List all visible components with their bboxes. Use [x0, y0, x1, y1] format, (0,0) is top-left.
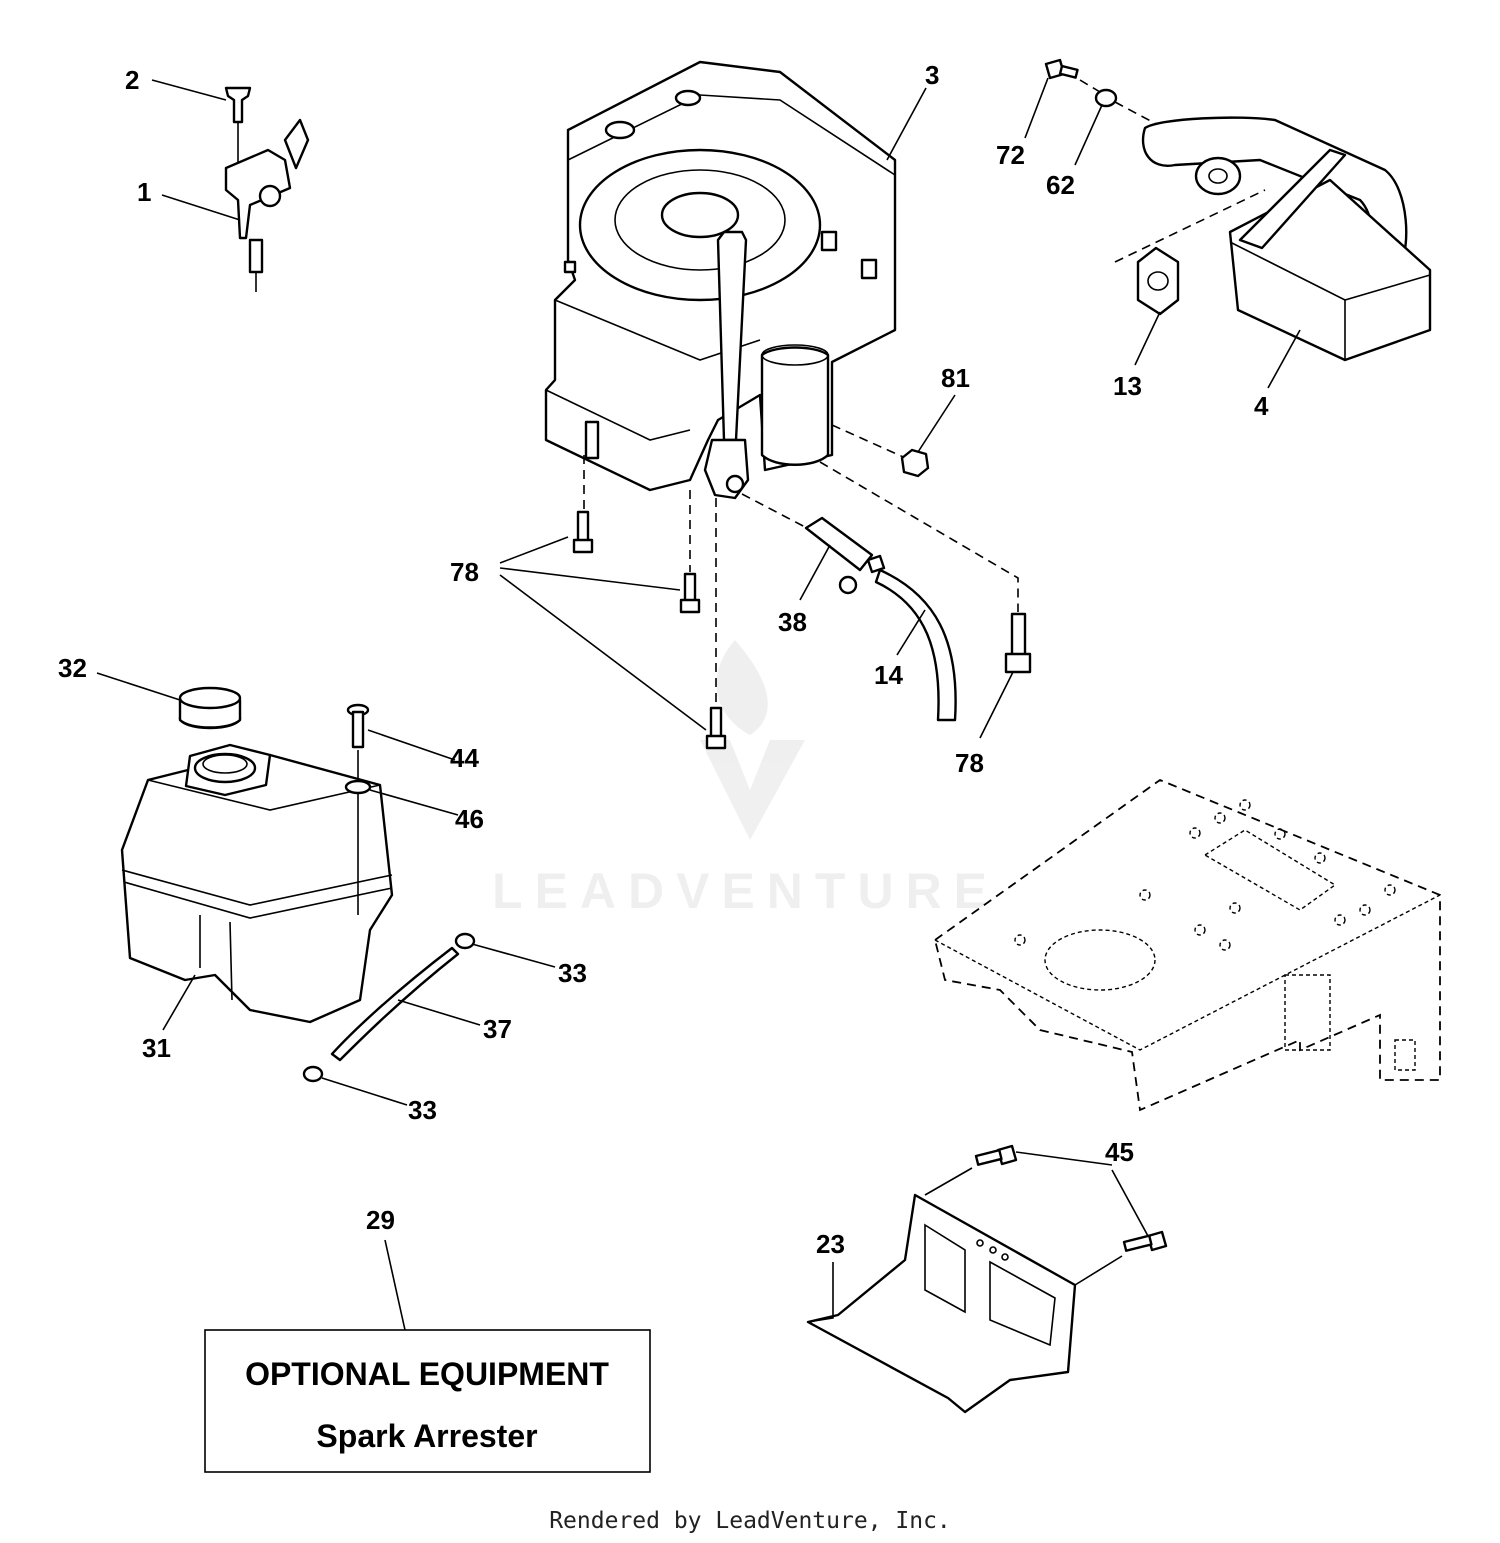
callout-62: 62: [1046, 170, 1075, 200]
callout-3: 3: [925, 60, 939, 90]
part-engine: [544, 60, 897, 500]
part-bolt-45-top: [974, 1144, 1018, 1166]
part-bolt-78-2: [679, 572, 701, 614]
guide-line-38: [741, 493, 806, 528]
part-bolt-72: [1044, 58, 1079, 80]
part-fuel-tank-31: [120, 743, 394, 1024]
callout-29: 29: [366, 1205, 395, 1235]
part-hose-clamp-33-top: [454, 932, 476, 950]
callout-81: 81: [941, 363, 970, 393]
callout-14: 14: [874, 660, 903, 690]
optional-equipment-box: OPTIONAL EQUIPMENT Spark Arrester: [204, 1329, 651, 1473]
guide-line-72: [1079, 79, 1101, 93]
callout-45: 45: [1105, 1137, 1134, 1167]
optional-equipment-title: OPTIONAL EQUIPMENT: [245, 1356, 609, 1392]
callout-37: 37: [483, 1014, 512, 1044]
callout-33-top: 33: [558, 958, 587, 988]
part-washer-62: [1094, 88, 1118, 108]
part-shield-23: [806, 1193, 1077, 1414]
guide-line-13: [1114, 189, 1266, 263]
callout-33-bottom: 33: [408, 1095, 437, 1125]
render-credit: Rendered by LeadVenture, Inc.: [549, 1508, 951, 1534]
watermark-logo: [700, 640, 805, 840]
part-gasket-13: [1136, 246, 1180, 316]
part-bolt-78-4: [1004, 612, 1032, 674]
part-bolt-78-3: [705, 706, 727, 750]
callout-78-right: 78: [955, 748, 984, 778]
callout-31: 31: [142, 1033, 171, 1063]
part-washer-46: [344, 779, 372, 795]
part-bolt-78-1: [572, 510, 594, 554]
leader-lines: [96, 77, 1301, 1331]
part-fuel-filter-38: [804, 516, 886, 595]
watermark-text: LEADVENTURE: [492, 863, 999, 919]
part-fuel-hose-14: [874, 568, 957, 722]
guide-line-45-bottom: [1074, 1255, 1123, 1286]
part-nut-81: [900, 448, 930, 478]
part-screw-44: [346, 703, 370, 749]
callout-23: 23: [816, 1229, 845, 1259]
guide-line-78-right: [819, 461, 1019, 612]
callout-32: 32: [58, 653, 87, 683]
part-muffler-4: [1141, 116, 1432, 362]
callout-72: 72: [996, 140, 1025, 170]
part-throttle-control: [224, 86, 310, 292]
callout-13: 13: [1113, 371, 1142, 401]
callout-78-left: 78: [450, 557, 479, 587]
reference-frame: [933, 778, 1441, 1112]
part-fuel-line-37: [330, 946, 460, 1062]
callout-2: 2: [125, 65, 139, 95]
part-fuel-cap-32: [178, 686, 242, 730]
optional-equipment-subtitle: Spark Arrester: [316, 1418, 537, 1454]
callout-46: 46: [455, 804, 484, 834]
callout-1: 1: [137, 177, 151, 207]
callout-4: 4: [1254, 391, 1269, 421]
callout-44: 44: [450, 743, 479, 773]
guide-line-81: [831, 424, 911, 461]
guide-line-45-top: [924, 1167, 973, 1196]
part-hose-clamp-33-bottom: [302, 1065, 324, 1083]
part-bolt-45-bottom: [1122, 1230, 1168, 1252]
callout-38: 38: [778, 607, 807, 637]
